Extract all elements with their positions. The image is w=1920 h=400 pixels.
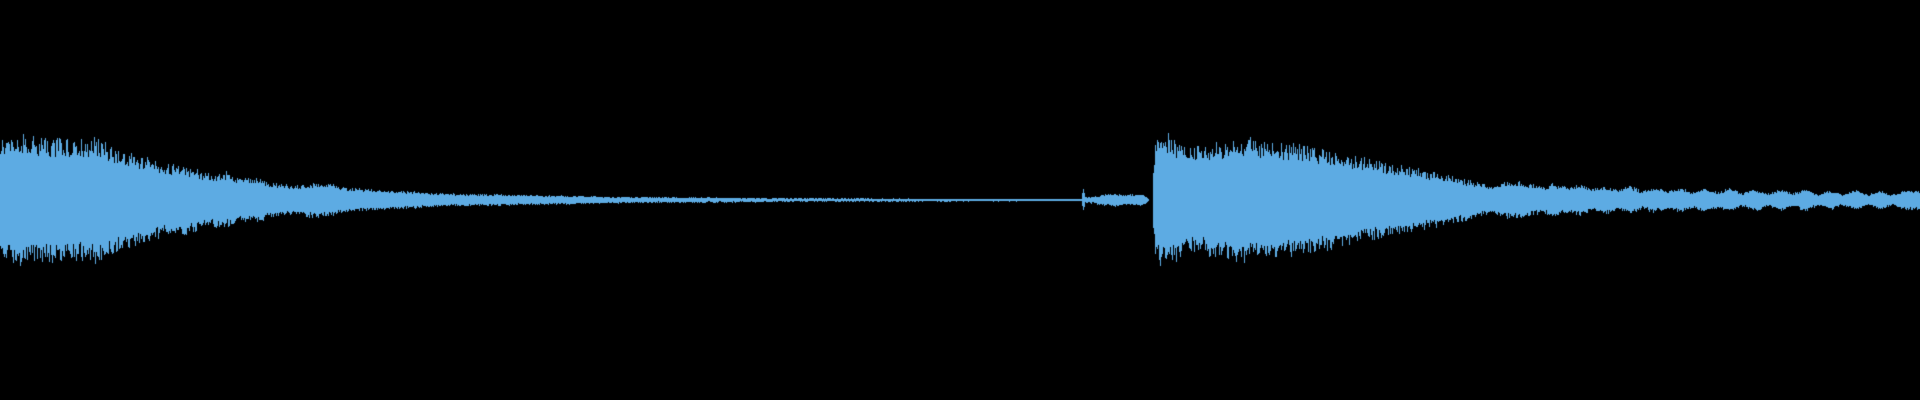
waveform-panel <box>0 0 1920 400</box>
audio-waveform <box>0 0 1920 400</box>
